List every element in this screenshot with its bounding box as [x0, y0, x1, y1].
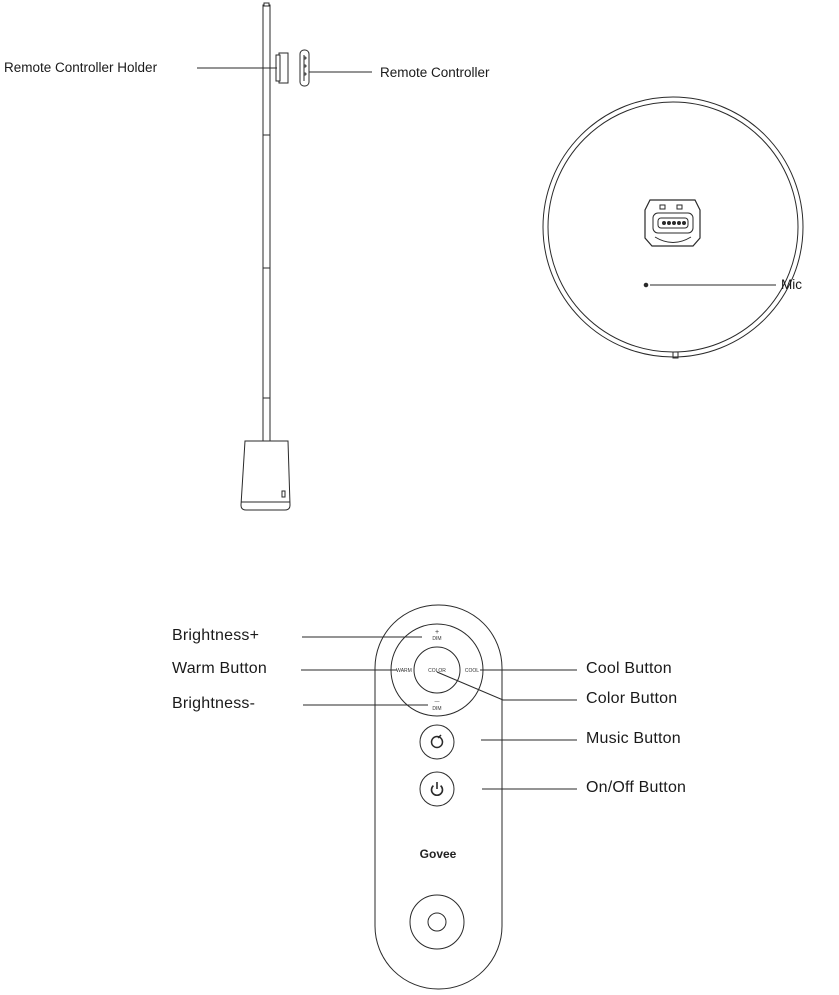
ring-minus-text: — [435, 699, 440, 705]
brightness-up-label: Brightness+ [172, 627, 260, 644]
lamp-base-bottom-view [542, 96, 804, 359]
remote-controller-front [374, 604, 503, 990]
color-leader [436, 671, 577, 701]
lamp-pole [262, 4, 271, 446]
power-button [419, 771, 455, 807]
mic-label: Mic [781, 277, 802, 292]
warm-label: Warm Button [172, 660, 267, 677]
color-button-circle [413, 646, 461, 694]
holder-label: Remote Controller Holder [4, 60, 158, 75]
color-label: Color Button [586, 690, 678, 707]
music-button [419, 724, 455, 760]
lamp-base [240, 440, 291, 511]
ring-dim-top-text: DIM [432, 636, 441, 642]
floor-lamp [240, 2, 291, 511]
ring-dim-bottom-text: DIM [432, 706, 441, 712]
remote-label: Remote Controller [380, 65, 490, 80]
mic-hole [643, 282, 649, 288]
music-label: Music Button [586, 730, 681, 747]
color-button-text: COLOR [428, 668, 446, 674]
power-label: On/Off Button [586, 779, 687, 796]
ring-cool-text: COOL [465, 668, 479, 674]
ring-warm-text: WARM [396, 668, 412, 674]
remote-body [374, 604, 503, 990]
remote-controller-side [299, 49, 310, 87]
govee-logo: Govee [420, 847, 457, 861]
remote-controller-holder [275, 52, 289, 84]
ring-plus-text: + [435, 629, 439, 636]
brightness-down-label: Brightness- [172, 695, 256, 712]
power-socket [644, 199, 701, 247]
cool-label: Cool Button [586, 660, 672, 677]
bottom-button [409, 894, 465, 950]
